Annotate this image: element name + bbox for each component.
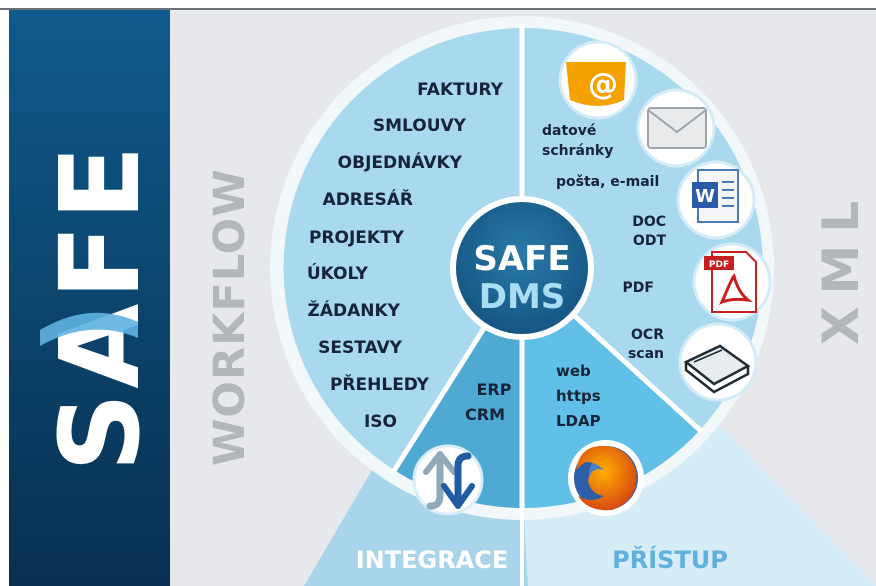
access-list: web https LDAP — [556, 362, 601, 430]
datove-schranky-icon: @ — [558, 40, 638, 120]
format-doc: DOC — [632, 214, 666, 230]
sidebar — [9, 10, 170, 586]
format-datove-line1: datové — [542, 123, 596, 139]
workflow-label: WORKFLOW — [205, 168, 255, 466]
brand-text: SAFE — [36, 141, 164, 472]
brand-swoosh — [40, 312, 138, 346]
pdf-document-icon: PDF — [692, 242, 772, 322]
center-subtitle: DMS — [479, 277, 566, 317]
workflow-item-objednavky: OBJEDNÁVKY — [338, 151, 463, 173]
workflow-list: FAKTURY SMLOUVY OBJEDNÁVKY ADRESÁŘ PROJE… — [307, 80, 504, 432]
word-letter: W — [695, 186, 715, 207]
format-pdf: PDF — [623, 280, 654, 296]
workflow-item-projekty: PROJEKTY — [309, 228, 405, 248]
format-odt: ODT — [633, 233, 667, 249]
integration-item-erp: ERP — [477, 380, 512, 399]
center-title: SAFE — [473, 239, 570, 279]
center-disc — [456, 202, 588, 334]
access-item-web: web — [556, 362, 591, 380]
workflow-item-smlouvy: SMLOUVY — [373, 116, 467, 136]
format-datove-line2: schránky — [542, 143, 613, 159]
integration-list: ERP CRM — [465, 380, 512, 424]
format-ocr: OCR — [631, 327, 664, 343]
integration-item-crm: CRM — [465, 405, 505, 424]
workflow-item-faktury: FAKTURY — [417, 80, 504, 100]
workflow-item-sestavy: SESTAVY — [318, 338, 403, 358]
workflow-item-prehledy: PŘEHLEDY — [330, 373, 430, 395]
workflow-item-iso: ISO — [364, 412, 397, 432]
format-list: datové schránky pošta, e-mail DOC ODT PD… — [542, 123, 666, 362]
format-posta: pošta, e-mail — [556, 174, 659, 190]
envelope-icon — [636, 88, 716, 168]
xml-label: XML — [812, 189, 870, 345]
workflow-item-zadanky: ŽÁDANKY — [308, 299, 401, 321]
at-symbol: @ — [588, 67, 618, 102]
pristup-label: PŘÍSTUP — [612, 545, 728, 574]
sync-arrows-icon — [412, 444, 484, 516]
integrace-label: INTEGRACE — [356, 546, 509, 574]
workflow-item-ukoly: ÚKOLY — [307, 262, 369, 284]
top-border — [0, 8, 876, 10]
pdf-badge: PDF — [709, 260, 729, 270]
firefox-icon — [568, 440, 644, 516]
access-item-https: https — [556, 387, 601, 405]
access-item-ldap: LDAP — [556, 412, 601, 430]
brand-logo: SAFE — [36, 141, 164, 472]
format-scan: scan — [628, 346, 664, 362]
access-sector — [522, 268, 700, 509]
workflow-item-adresar: ADRESÁŘ — [323, 188, 413, 210]
word-document-icon: W — [676, 160, 756, 240]
scanner-icon — [678, 322, 758, 402]
